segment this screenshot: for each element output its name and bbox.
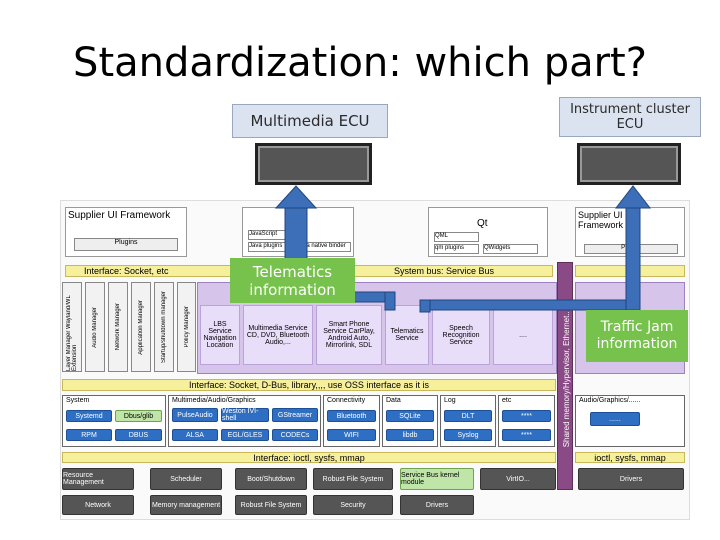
service-cell: Speech Recognition Service	[432, 305, 490, 365]
manager-label: Startup/shutdown manager	[161, 290, 167, 364]
kernel-memory-management: Memory management	[150, 495, 222, 515]
qm-plugins-box: qm plugins	[434, 244, 479, 254]
traffic-jam-callout: Traffic Jam information	[586, 310, 688, 362]
java-plugins-box: Java plugins	[248, 242, 293, 252]
manager-label: Network Manager	[115, 303, 121, 351]
javascript-box: JavaScript	[248, 230, 293, 240]
plugins-right: Plugins	[584, 244, 678, 254]
system-section-title: System	[66, 397, 90, 404]
kernel-drivers-right: Drivers	[578, 468, 684, 490]
oss-dbus-glib: Dbus/glib	[115, 410, 162, 422]
connectivity-section-title: Connectivity	[327, 397, 366, 404]
multimedia-ecu-label: Multimedia ECU	[232, 104, 388, 138]
hypervisor-label: Shared memory/Hypervisor, Ethernet...	[561, 308, 571, 448]
manager-cell: Layer Manager Wayland/WL Extension	[62, 282, 82, 372]
multimedia-section-title: Multimedia/Audio/Graphics	[172, 397, 256, 404]
supplier-ui-label: Supplier UI Framework	[68, 210, 171, 221]
oss-alsa: ALSA	[172, 429, 218, 441]
service-cell: ....	[493, 305, 553, 365]
service-cell: Telematics Service	[385, 305, 429, 365]
audio-right-title: Audio/Graphics/......	[579, 397, 641, 404]
oss-dbus: DBUS	[115, 429, 162, 441]
kernel-boot-shutdown: Boot/Shutdown	[235, 468, 307, 490]
kernel-resource-management: Resource Management	[62, 468, 134, 490]
qml-box: QML	[434, 232, 479, 242]
interface-ioctl-right-bar: ioctl, sysfs, mmap	[575, 452, 685, 463]
supplier-ui-framework-left: Supplier UI Framework Plugins	[65, 207, 187, 257]
hypervisor-bar: Shared memory/Hypervisor, Ethernet...	[557, 262, 573, 490]
qwidgets-box: QWidgets	[483, 244, 538, 254]
oss-codecs: CODECs	[272, 429, 318, 441]
manager-cell: Audio Manager	[85, 282, 105, 372]
manager-cell: Application Manager	[131, 282, 151, 372]
oss-egl: EGL/GLES	[221, 429, 269, 441]
manager-cell: Network Manager	[108, 282, 128, 372]
oss-sqlite: SQLite	[386, 410, 434, 422]
oss-etc-2: ****	[502, 429, 551, 441]
telematics-callout: Telematics information	[230, 258, 355, 303]
oss-libdb: libdb	[386, 429, 434, 441]
manager-label: Application Manager	[138, 299, 144, 355]
interface-ioctl-bar: Interface: ioctl, sysfs, mmap	[62, 452, 556, 463]
qt-label: Qt	[477, 218, 488, 229]
oss-syslog: Syslog	[444, 429, 492, 441]
qt-framework: Qt QML qm plugins QWidgets	[428, 207, 548, 257]
kernel-network: Network	[62, 495, 134, 515]
kernel-robust-fs-2: Robust File System	[235, 495, 307, 515]
etc-section-title: etc	[502, 397, 512, 404]
oss-wifi: WIFI	[327, 429, 376, 441]
oss-bluetooth: Bluetooth	[327, 410, 376, 422]
oss-gstreamer: GStreamer	[272, 408, 318, 422]
slide-title: Standardization: which part?	[73, 40, 647, 86]
managers-group: Layer Manager Wayland/WL Extension Audio…	[62, 282, 196, 372]
oss-etc-1: ****	[502, 410, 551, 422]
kernel-scheduler: Scheduler	[150, 468, 222, 490]
supplier-ui-label-right: Supplier UI Framework	[578, 210, 624, 230]
manager-label: Policy Manager	[183, 306, 190, 348]
audio-graphics-right-section: Audio/Graphics/......	[575, 395, 685, 447]
oss-right-dots: ......	[590, 412, 640, 426]
kernel-robust-fs-1: Robust File System	[313, 468, 393, 490]
interface-socket-bar: Interface: Socket, etc	[65, 265, 243, 277]
plugins-left: Plugins	[74, 238, 178, 251]
service-cell: Multimedia Service CD, DVD, Bluetooth Au…	[243, 305, 313, 365]
oss-rpm: RPM	[66, 429, 112, 441]
oss-dlt: DLT	[444, 410, 492, 422]
oss-pulseaudio: PulseAudio	[172, 408, 218, 422]
kernel-virtio: VirtIO...	[480, 468, 556, 490]
manager-cell: Policy Manager	[177, 282, 196, 372]
log-section-title: Log	[444, 397, 456, 404]
manager-label: Audio Manager	[92, 306, 98, 348]
instrument-ecu-label: Instrument cluster ECU	[559, 97, 701, 137]
manager-label: Layer Manager Wayland/WL Extension	[66, 295, 78, 371]
java-framework: JavaScript Java plugins Java native bind…	[242, 207, 354, 257]
supplier-ui-framework-right: Supplier UI Framework Plugins	[575, 207, 685, 257]
data-section-title: Data	[386, 397, 401, 404]
instrument-screen	[577, 143, 681, 185]
interface-dbus-bar: Interface: Socket, D-Bus, library,,,, us…	[62, 379, 556, 391]
oss-weston: Weston IVI-shell	[221, 408, 269, 422]
service-cell: Smart Phone Service CarPlay, Android Aut…	[316, 305, 382, 365]
kernel-service-bus-module: Service Bus kernel module	[400, 468, 474, 490]
service-cell: LBS Service Navigation Location	[200, 305, 240, 365]
interface-right-bar	[575, 265, 685, 277]
manager-cell: Startup/shutdown manager	[154, 282, 174, 372]
oss-systemd: Systemd	[66, 410, 112, 422]
kernel-security: Security	[313, 495, 393, 515]
kernel-drivers: Drivers	[400, 495, 474, 515]
multimedia-screen	[255, 143, 372, 185]
system-bus-bar: System bus: Service Bus	[343, 265, 553, 277]
java-native-box: Java native binder	[296, 242, 351, 252]
